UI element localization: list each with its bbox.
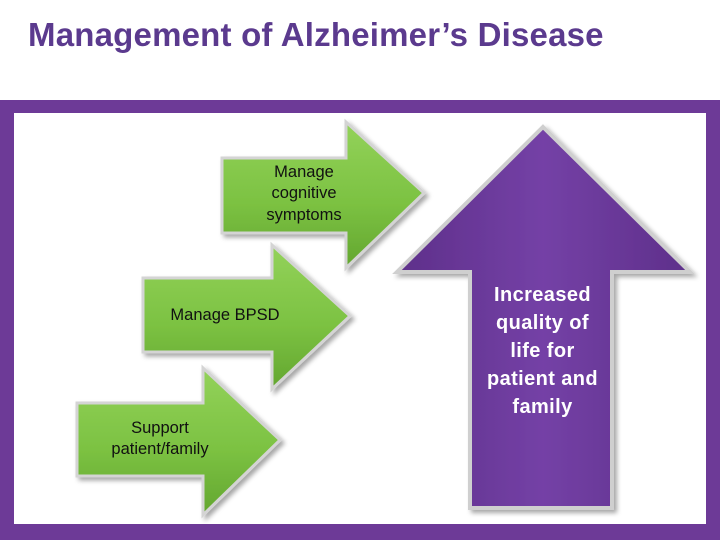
label-cognitive: Manage cognitive symptoms — [266, 163, 342, 224]
arrow-bpsd — [141, 241, 353, 393]
arrow-support — [75, 364, 283, 519]
outcome-up-arrow — [392, 124, 695, 510]
label-outcome: Increased quality of life for patient an… — [486, 284, 599, 418]
arrow-cognitive — [220, 118, 427, 272]
label-bpsd: Manage BPSD — [170, 306, 280, 324]
label-support: Support patient/family — [111, 419, 209, 459]
slide-title: Management of Alzheimer’s Disease — [28, 16, 604, 53]
